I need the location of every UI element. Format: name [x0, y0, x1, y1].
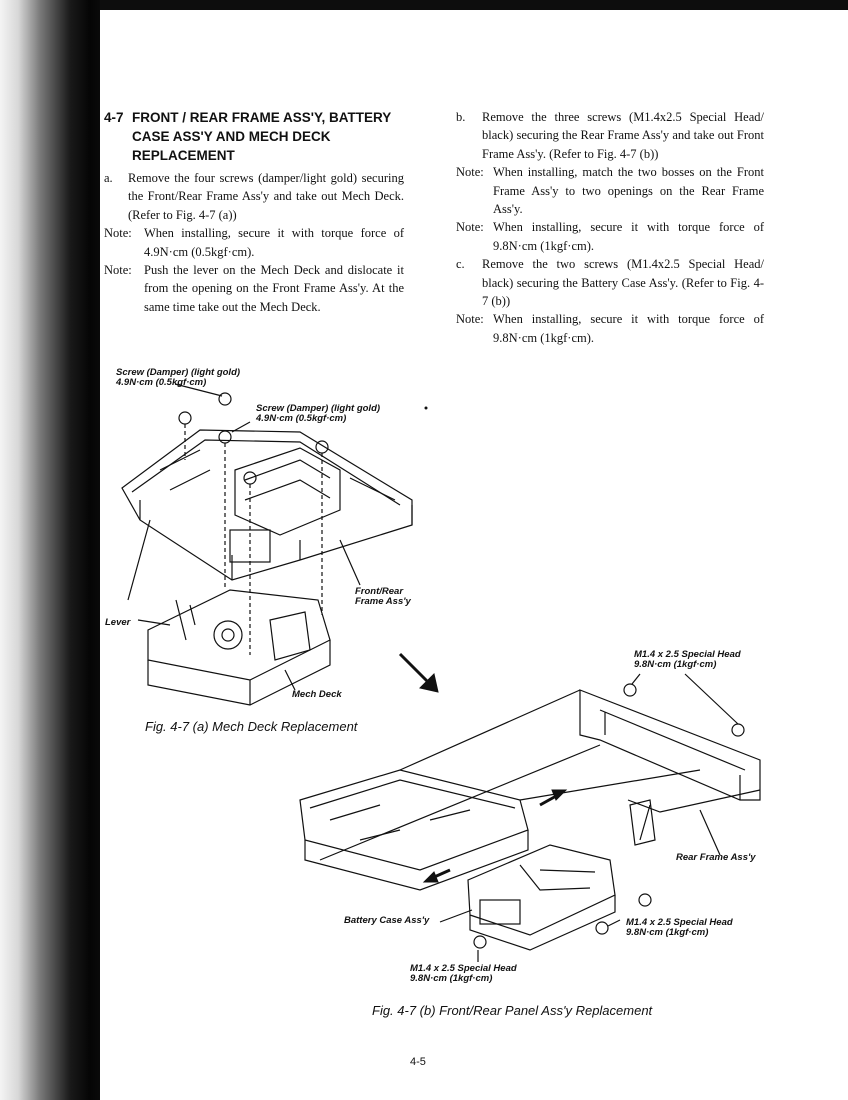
section-heading: 4-7 FRONT / REAR FRAME ASS'Y, BATTERY CA…	[104, 108, 404, 165]
label-screw-1: Screw (Damper) (light gold) 4.9N·cm (0.5…	[116, 367, 241, 388]
left-column: 4-7 FRONT / REAR FRAME ASS'Y, BATTERY CA…	[104, 108, 404, 316]
note-marker: Note:	[456, 165, 484, 180]
note-bosses: Note: When installing, match the two bos…	[456, 163, 764, 218]
note-marker: Note:	[456, 220, 484, 235]
step-b: b. Remove the three screws (M1.4x2.5 Spe…	[456, 108, 764, 163]
label-mech-deck: Mech Deck	[292, 689, 342, 700]
label-screw-2: Screw (Damper) (light gold) 4.9N·cm (0.5…	[256, 403, 381, 424]
label-screw-bottom: M1.4 x 2.5 Special Head 9.8N·cm (1kgf·cm…	[410, 963, 517, 984]
front-frame-shape	[299, 769, 529, 871]
section-title: FRONT / REAR FRAME ASS'Y, BATTERY CASE A…	[132, 110, 391, 163]
note-text: When installing, secure it with torque f…	[493, 220, 764, 253]
step-text: Remove the four screws (damper/light gol…	[128, 171, 404, 222]
step-marker: b.	[456, 110, 466, 124]
step-a: a. Remove the four screws (damper/light …	[104, 169, 404, 224]
label-screw-right: M1.4 x 2.5 Special Head 9.8N·cm (1kgf·cm…	[626, 917, 733, 938]
figure-a-caption: Fig. 4-7 (a) Mech Deck Replacement	[145, 719, 358, 734]
label-lever: Lever	[105, 617, 131, 628]
scan-border-left	[0, 0, 100, 1100]
step-marker: a.	[104, 171, 113, 185]
page-number: 4-5	[410, 1056, 426, 1068]
note-torque-b: Note: When installing, secure it with to…	[456, 218, 764, 255]
figure-b-caption: Fig. 4-7 (b) Front/Rear Panel Ass'y Repl…	[372, 1003, 653, 1018]
label-rear-frame: Rear Frame Ass'y	[676, 852, 756, 863]
scan-border-top	[0, 0, 848, 10]
label-front-rear-frame: Front/Rear Frame Ass'y	[355, 586, 411, 607]
section-number: 4-7	[104, 110, 124, 125]
note-marker: Note:	[104, 263, 132, 278]
label-screw-top: M1.4 x 2.5 Special Head 9.8N·cm (1kgf·cm…	[634, 649, 741, 670]
note-text: When installing, secure it with torque f…	[493, 312, 764, 345]
step-marker: c.	[456, 257, 465, 272]
note-marker: Note:	[104, 226, 132, 241]
step-c: c. Remove the two screws (M1.4x2.5 Speci…	[456, 255, 764, 310]
note-text: When installing, secure it with torque f…	[144, 226, 404, 259]
label-battery-case: Battery Case Ass'y	[344, 915, 430, 926]
right-column: b. Remove the three screws (M1.4x2.5 Spe…	[456, 108, 764, 347]
note-torque-c: Note: When installing, secure it with to…	[456, 310, 764, 347]
rear-frame-shape	[579, 689, 761, 801]
step-text: Remove the three screws (M1.4x2.5 Specia…	[482, 110, 764, 161]
note-marker: Note:	[456, 312, 484, 327]
note-text: Push the lever on the Mech Deck and disl…	[144, 263, 404, 314]
note-torque-a: Note: When installing, secure it with to…	[104, 224, 404, 261]
note-lever: Note: Push the lever on the Mech Deck an…	[104, 261, 404, 316]
step-text: Remove the two screws (M1.4x2.5 Special …	[482, 257, 764, 309]
note-text: When installing, match the two bosses on…	[493, 165, 764, 217]
